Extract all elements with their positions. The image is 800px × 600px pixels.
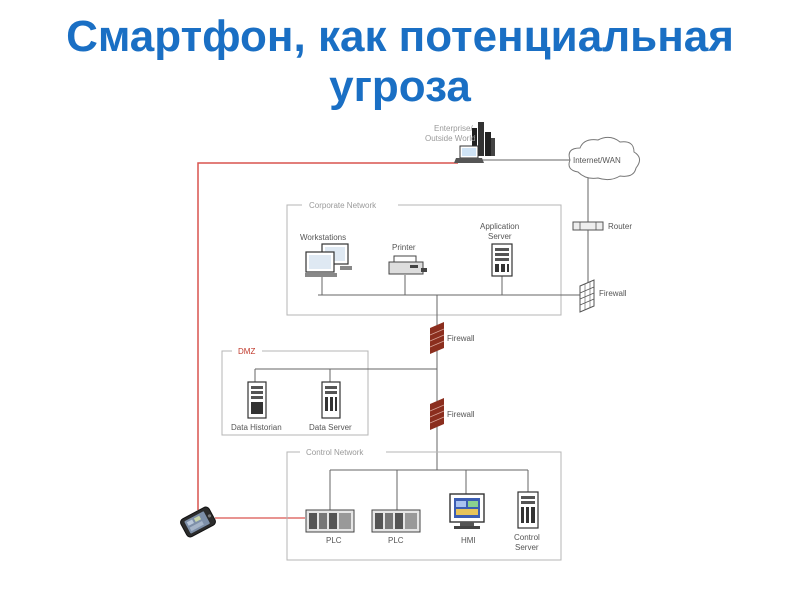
control-network-label: Control Network [306, 448, 364, 457]
firewall-mid-icon [429, 322, 445, 354]
dmz-label: DMZ [238, 347, 255, 356]
data-historian-icon [247, 381, 267, 419]
enterprise-label-2: Outside World [425, 134, 476, 143]
data-historian-label: Data Historian [231, 423, 282, 432]
slide-title: Смартфон, как потенциальная угроза [0, 12, 800, 112]
app-server-label-2: Server [488, 232, 512, 241]
data-server-label: Data Server [309, 423, 352, 432]
smartphone-icon [180, 506, 216, 538]
control-server-label-1: Control [514, 533, 540, 542]
app-server-label-1: Application [480, 222, 519, 231]
workstations-icon [305, 243, 352, 277]
corporate-network-box [286, 204, 562, 316]
firewall-top-icon [579, 279, 595, 313]
internet-label: Internet/WAN [573, 156, 621, 165]
control-server-icon [517, 491, 539, 529]
plc-1-label: PLC [326, 536, 342, 545]
hmi-label: HMI [461, 536, 476, 545]
enterprise-label-1: Enterprise/ [434, 124, 473, 133]
firewall-low-label: Firewall [447, 410, 475, 419]
data-server-icon [321, 381, 341, 419]
title-line-2: угроза [329, 62, 471, 111]
threat-path-line [197, 162, 458, 510]
workstations-label: Workstations [300, 233, 346, 242]
internet-cloud-icon [568, 136, 640, 181]
plc-2-icon [371, 509, 421, 533]
control-server-label-2: Server [515, 543, 539, 552]
firewall-top-label: Firewall [599, 289, 627, 298]
enterprise-laptop-icon [454, 122, 495, 163]
firewall-low-icon [429, 398, 445, 430]
control-network-box [286, 451, 562, 561]
router-label: Router [608, 222, 632, 231]
corporate-network-label: Corporate Network [309, 201, 377, 210]
plc-1-icon [305, 509, 355, 533]
router-icon [572, 221, 604, 231]
title-line-1: Смартфон, как потенциальная [66, 12, 734, 61]
application-server-icon [491, 243, 513, 277]
plc-2-label: PLC [388, 536, 404, 545]
firewall-mid-label: Firewall [447, 334, 475, 343]
hmi-icon [449, 493, 485, 529]
dmz-box [221, 350, 369, 436]
printer-icon [388, 255, 427, 275]
printer-label: Printer [392, 243, 416, 252]
